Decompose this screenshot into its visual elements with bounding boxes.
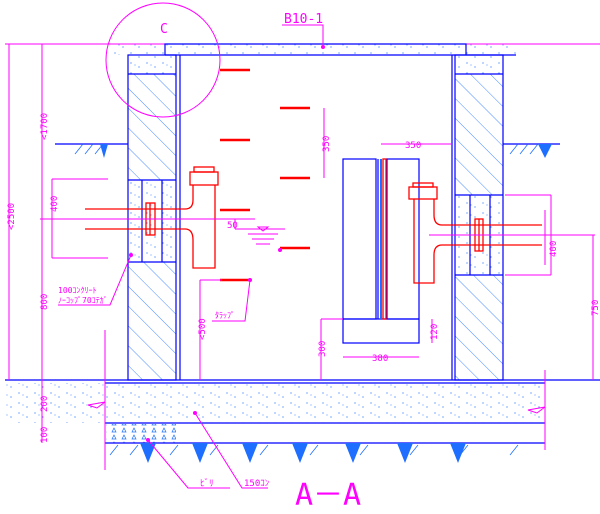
dim-offset-small: 50 (227, 221, 238, 231)
dim-gravel: 100 (40, 427, 50, 443)
ladder-rungs (220, 68, 310, 282)
dim-upper-height: <1700 (40, 113, 50, 140)
dim-base-height: 300 (318, 341, 328, 357)
ground-surface (55, 143, 560, 158)
reference-callout: B10-1 (282, 12, 325, 49)
dim-panel-offset: 350 (405, 141, 421, 151)
detail-callout: C (105, 2, 221, 118)
dim-right-pipe-height: 750 (591, 300, 600, 316)
foundation (5, 330, 600, 470)
dim-rung-spacing: 350 (322, 136, 332, 152)
section-title: A－A (295, 478, 361, 513)
dim-base-thickness: 120 (430, 324, 440, 340)
wall-note-line1: 100ｺﾝｸﾘｰﾄ (58, 286, 96, 295)
top-slab (5, 43, 600, 56)
dim-ladder-bottom: <500 (198, 318, 208, 340)
ladder-note: ﾀﾗｯﾌﾟ (215, 311, 235, 320)
outlet-pipe (408, 182, 595, 284)
gravel-note: ﾋﾞﾘ (200, 478, 214, 489)
inlet-pipe (40, 166, 255, 269)
concrete-note: 150ｺﾝ (244, 479, 270, 489)
ref-label: B10-1 (284, 12, 323, 27)
dim-lower-height: 800 (40, 294, 50, 310)
left-wall (127, 54, 181, 381)
notes: 100ｺﾝｸﾘｰﾄ ﾉｰｺｯﾌﾟ70ｺﾃｶﾞ ﾀﾗｯﾌﾟ ﾋﾞﾘ 150ｺﾝ (58, 248, 282, 489)
gate-panel (342, 158, 420, 344)
detail-marker-label: C (160, 22, 168, 37)
dim-base-width: 380 (372, 354, 388, 364)
water-level-symbol (235, 226, 285, 245)
dim-pipe-zone-right: 400 (549, 241, 559, 257)
dimension-labels: <2500 <1700 400 50 350 800 200 100 <500 … (7, 113, 600, 443)
dim-slab: 200 (40, 396, 50, 412)
right-wall (451, 54, 504, 381)
dim-total-height: <2500 (7, 203, 17, 230)
wall-note-line2: ﾉｰｺｯﾌﾟ70ｺﾃｶﾞ (58, 296, 108, 305)
dimension-lines (8, 44, 594, 443)
dim-pipe-zone-left: 400 (50, 196, 60, 212)
